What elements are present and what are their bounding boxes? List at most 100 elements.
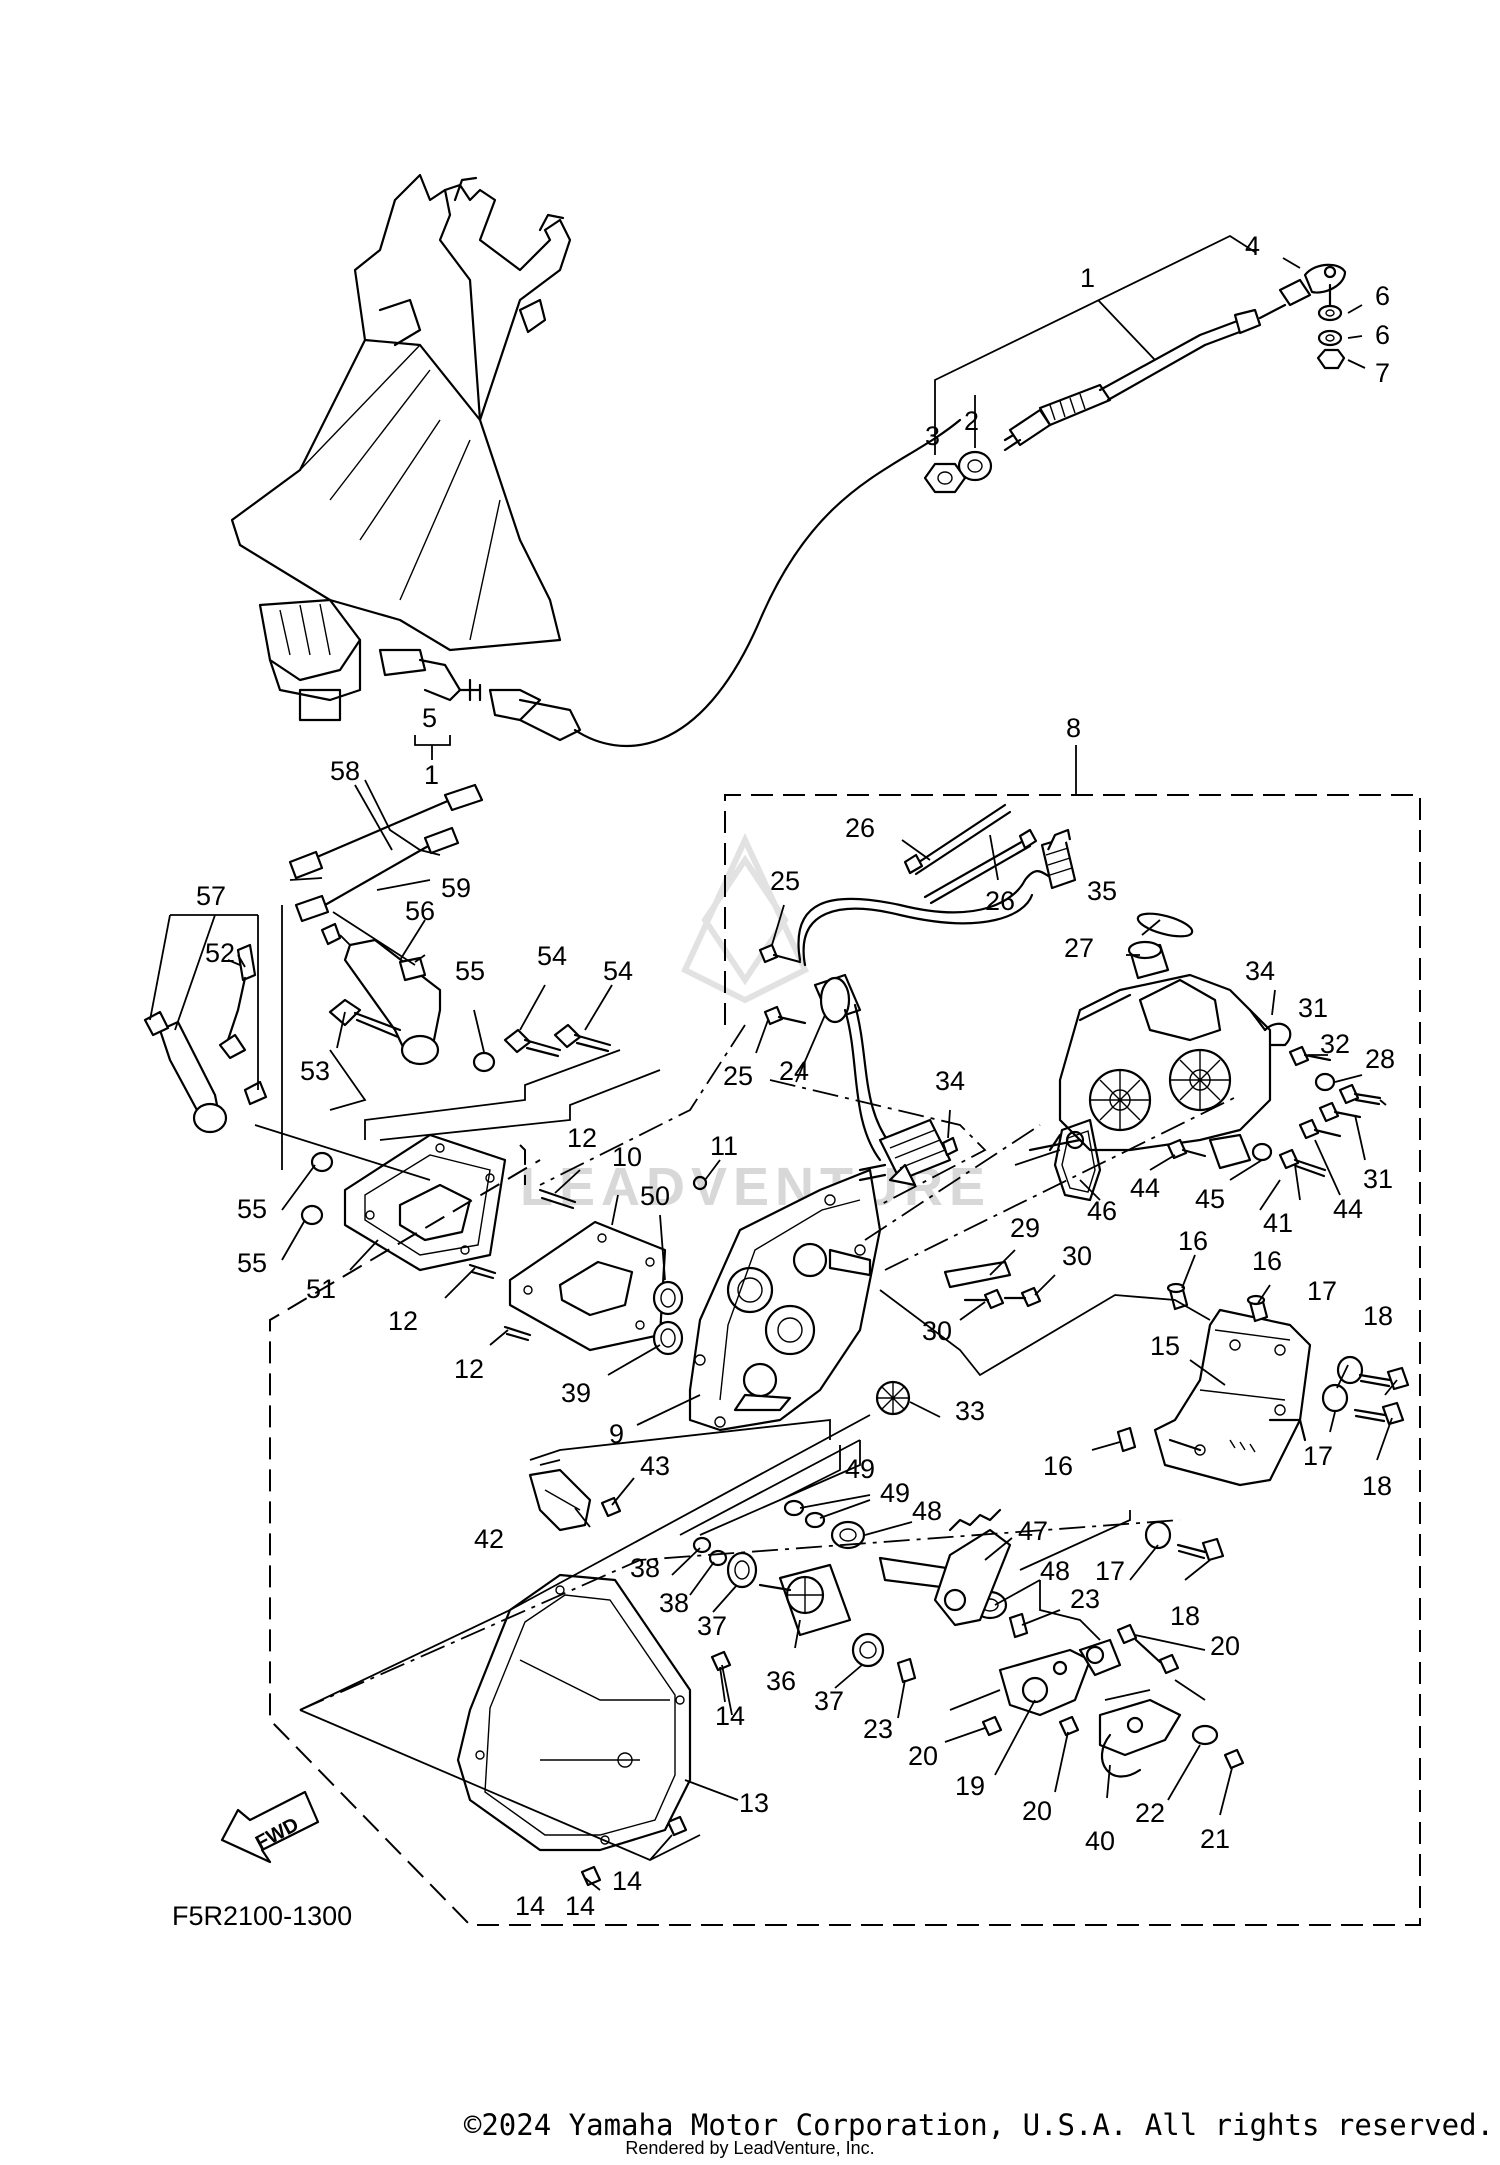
callout-7: 7 (1375, 358, 1390, 388)
callout-6: 6 (1375, 320, 1390, 350)
callout-51: 51 (306, 1274, 336, 1304)
copyright-text: ©2024 Yamaha Motor Corporation, U.S.A. A… (463, 2108, 1494, 2142)
callout-54: 54 (603, 956, 633, 986)
callout-brackets (414, 234, 1366, 760)
callout-54: 54 (537, 941, 567, 971)
callout-8: 8 (1066, 713, 1081, 743)
callout-1: 1 (1080, 263, 1095, 293)
callout-17: 17 (1303, 1441, 1333, 1471)
actuator-drawing (758, 803, 1382, 1202)
callout-16: 16 (1252, 1246, 1282, 1276)
callout-42: 42 (474, 1524, 504, 1554)
callout-31: 31 (1363, 1164, 1393, 1194)
callout-17: 17 (1307, 1276, 1337, 1306)
callout-57: 57 (196, 881, 226, 911)
callout-27: 27 (1064, 933, 1094, 963)
callout-56: 56 (405, 896, 435, 926)
callout-36: 36 (766, 1666, 796, 1696)
callout-26: 26 (845, 813, 875, 843)
callout-18: 18 (1170, 1601, 1200, 1631)
callout-55: 55 (455, 956, 485, 986)
callout-12: 12 (454, 1354, 484, 1384)
case-drawing (343, 1133, 882, 1432)
leader-lines (227, 784, 1398, 1891)
callout-11: 11 (710, 1131, 738, 1161)
callout-31: 31 (1298, 993, 1328, 1023)
callout-58: 58 (330, 756, 360, 786)
callout-21: 21 (1200, 1824, 1230, 1854)
gear-parts-drawing (528, 1260, 1245, 1887)
callout-44: 44 (1333, 1194, 1363, 1224)
callout-40: 40 (1085, 1826, 1115, 1856)
linkage-drawing (143, 783, 612, 1226)
callout-45: 45 (1195, 1184, 1225, 1214)
callout-22: 22 (1135, 1798, 1165, 1828)
callout-41: 41 (1263, 1208, 1293, 1238)
callout-19: 19 (955, 1771, 985, 1801)
assembly-boundary (269, 745, 1421, 1926)
copyright-notice: ©2024 Yamaha Motor Corporation, U.S.A. A… (0, 2108, 1500, 2142)
callout-38: 38 (630, 1553, 660, 1583)
callout-49: 49 (880, 1478, 910, 1508)
callout-43: 43 (640, 1451, 670, 1481)
steering-column-drawing (230, 173, 582, 742)
callout-12: 12 (567, 1123, 597, 1153)
callout-14: 14 (612, 1866, 642, 1896)
bracket-drawing (1116, 1282, 1410, 1562)
callout-38: 38 (659, 1588, 689, 1618)
cover-drawing (456, 1573, 692, 1852)
callout-59: 59 (441, 873, 471, 903)
callout-53: 53 (300, 1056, 330, 1086)
callout-23: 23 (863, 1714, 893, 1744)
callout-10: 10 (612, 1142, 642, 1172)
figure-code: F5R2100-1300 (172, 1901, 352, 1931)
callout-9: 9 (609, 1419, 624, 1449)
callout-35: 35 (1087, 876, 1117, 906)
callout-2: 2 (964, 406, 979, 436)
callout-37: 37 (814, 1686, 844, 1716)
callout-25: 25 (770, 866, 800, 896)
callout-16: 16 (1178, 1226, 1208, 1256)
callout-32: 32 (1320, 1029, 1350, 1059)
callout-6: 6 (1375, 281, 1390, 311)
cable-drawing (573, 263, 1347, 747)
callout-brackets-57 (149, 779, 441, 1170)
callout-1: 1 (424, 760, 439, 790)
callout-48: 48 (912, 1496, 942, 1526)
callout-17: 17 (1095, 1556, 1125, 1586)
callout-15: 15 (1150, 1331, 1180, 1361)
callout-20: 20 (908, 1741, 938, 1771)
callout-50: 50 (640, 1181, 670, 1211)
callout-12: 12 (388, 1306, 418, 1336)
callout-55: 55 (237, 1248, 267, 1278)
callout-labels: 1 1 2 3 4 5 6 6 7 8 9 10 11 12 12 12 13 … (196, 231, 1395, 1921)
callout-16: 16 (1043, 1451, 1073, 1481)
callout-29: 29 (1010, 1213, 1040, 1243)
callout-30: 30 (922, 1316, 952, 1346)
callout-24: 24 (779, 1056, 809, 1086)
callout-14: 14 (715, 1701, 745, 1731)
callout-14: 14 (515, 1891, 545, 1921)
callout-49: 49 (845, 1454, 875, 1484)
callout-20: 20 (1022, 1796, 1052, 1826)
callout-44: 44 (1130, 1173, 1160, 1203)
callout-20: 20 (1210, 1631, 1240, 1661)
callout-4: 4 (1245, 231, 1260, 261)
callout-14: 14 (565, 1891, 595, 1921)
rendered-by-notice: Rendered by LeadVenture, Inc. (625, 2138, 875, 2158)
forward-arrow: FWD (220, 1790, 320, 1864)
callout-37: 37 (697, 1611, 727, 1641)
callout-30: 30 (1062, 1241, 1092, 1271)
callout-46: 46 (1087, 1196, 1117, 1226)
callout-39: 39 (561, 1378, 591, 1408)
callout-34: 34 (1245, 956, 1275, 986)
callout-52: 52 (205, 938, 235, 968)
callout-33: 33 (955, 1396, 985, 1426)
callout-25: 25 (723, 1061, 753, 1091)
callout-48: 48 (1040, 1556, 1070, 1586)
callout-13: 13 (739, 1788, 769, 1818)
callout-26: 26 (985, 886, 1015, 916)
callout-47: 47 (1018, 1516, 1048, 1546)
callout-28: 28 (1365, 1044, 1395, 1074)
